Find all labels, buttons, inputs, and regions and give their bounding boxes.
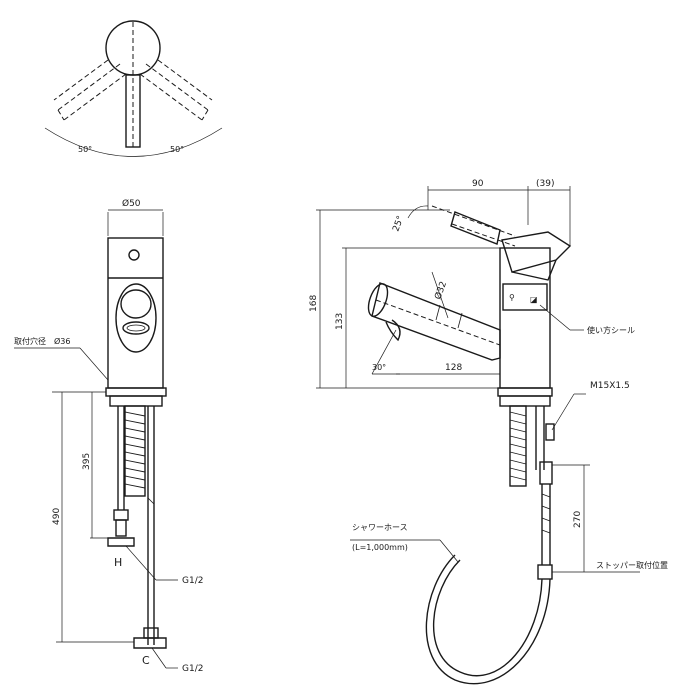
lever-left-phantom (53, 59, 127, 121)
mount-hole-label: 取付穴径 Ø36 (14, 336, 70, 346)
dim-39-label: (39) (536, 179, 554, 189)
hose-label: シャワーホース (352, 523, 408, 532)
dim-395-label: 395 (82, 453, 92, 470)
angle-30-label: 30° (372, 363, 386, 372)
base-ring-side (497, 387, 553, 397)
mount-shank-side (509, 405, 527, 487)
lever-right-phantom (139, 59, 213, 121)
cold-nut (143, 627, 159, 639)
lever-side (450, 211, 501, 245)
dim-90-label: 90 (472, 179, 484, 189)
mount-nut (109, 395, 163, 407)
base-ring (105, 387, 167, 397)
spout-front (115, 283, 157, 353)
body-hole (128, 249, 140, 261)
angle-right-label: 50° (170, 145, 184, 154)
thread-c-label: G1/2 (182, 664, 203, 674)
dim-270-label: 270 (573, 511, 583, 528)
hot-nut (113, 509, 129, 521)
svg-text:◪: ◪ (530, 295, 538, 304)
hose-length-label: (L=1,000mm) (352, 543, 408, 552)
side-view: 90 (39) 25° ⚲ ◪ 使い方シール Ø32 30 (309, 179, 668, 685)
stopper-label: ストッパー取付位置 (596, 560, 668, 570)
shank-side-thread (509, 411, 527, 481)
usage-sticker (502, 283, 548, 311)
spout-head (367, 283, 389, 317)
cold-connector (133, 637, 167, 649)
dim-168-label: 168 (309, 295, 319, 312)
rotation-arc (44, 127, 223, 157)
svg-text:⚲: ⚲ (509, 293, 515, 302)
dim-133-label: 133 (335, 313, 345, 330)
lever-hub (501, 231, 572, 273)
top-view: 50° 50° (44, 20, 223, 157)
m15-fitting (545, 423, 555, 441)
dim-490-label: 490 (52, 508, 62, 525)
thread-m15-label: M15X1.5 (590, 381, 630, 391)
spout-side (371, 282, 501, 361)
label-h: H (114, 556, 122, 569)
hose-weight (539, 461, 553, 485)
label-c: C (142, 654, 150, 667)
lever-raised-phantom (431, 205, 516, 247)
angle-left-label: 50° (78, 145, 92, 154)
seal-label: 使い方シール (587, 325, 635, 335)
thread-h-label: G1/2 (182, 576, 203, 586)
shower-hose-loop (432, 559, 543, 677)
dia-top-label: Ø50 (122, 198, 141, 209)
dim-128-label: 128 (445, 363, 462, 373)
mount-shank (124, 405, 146, 497)
front-view: Ø50 取付穴径 Ø36 (14, 198, 203, 674)
angle-25-label: 25° (391, 215, 406, 233)
hot-connector (107, 537, 135, 547)
mount-nut-side (499, 395, 551, 407)
hose-stopper (537, 564, 553, 580)
shank-thread (124, 411, 146, 489)
